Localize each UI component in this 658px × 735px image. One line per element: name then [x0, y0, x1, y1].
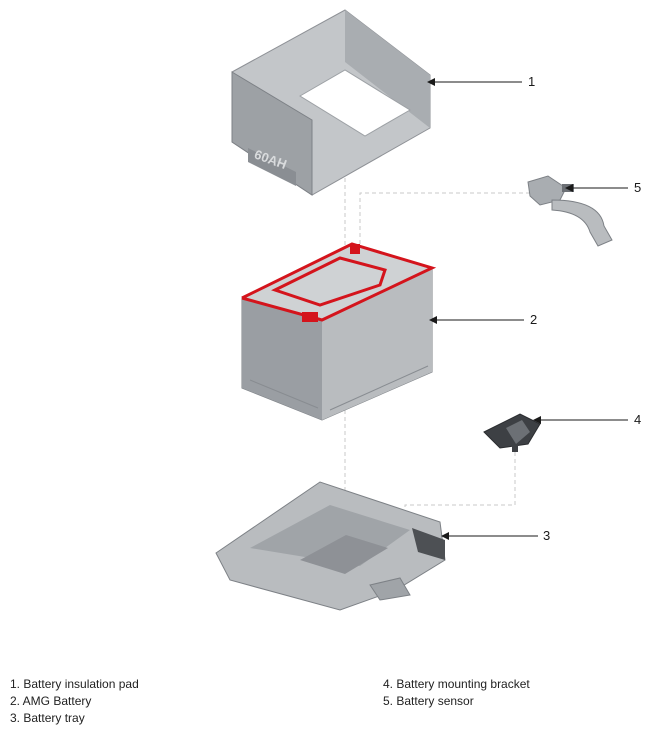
callout-3: 3: [543, 528, 550, 543]
callout-5: 5: [634, 180, 641, 195]
amg-battery: [241, 242, 437, 421]
legend-item-4: 4. Battery mounting bracket: [383, 677, 530, 691]
battery-tray: [215, 481, 446, 611]
callout-2: 2: [530, 312, 537, 327]
legend-item-1: 1. Battery insulation pad: [10, 677, 139, 691]
battery-sensor: [527, 175, 613, 247]
callouts: [427, 78, 628, 540]
legend-item-2: 2. AMG Battery: [10, 694, 92, 708]
battery-insulation-pad: 60AH: [231, 9, 431, 196]
parts-legend-right: 4. Battery mounting bracket 5. Battery s…: [383, 676, 530, 710]
legend-item-3: 3. Battery tray: [10, 711, 85, 725]
parts-legend-left: 1. Battery insulation pad 2. AMG Battery…: [10, 676, 139, 727]
callout-1: 1: [528, 74, 535, 89]
callout-4: 4: [634, 412, 641, 427]
battery-mounting-bracket: [483, 413, 541, 452]
exploded-battery-diagram: 60AH: [215, 9, 641, 611]
legend-item-5: 5. Battery sensor: [383, 694, 474, 708]
